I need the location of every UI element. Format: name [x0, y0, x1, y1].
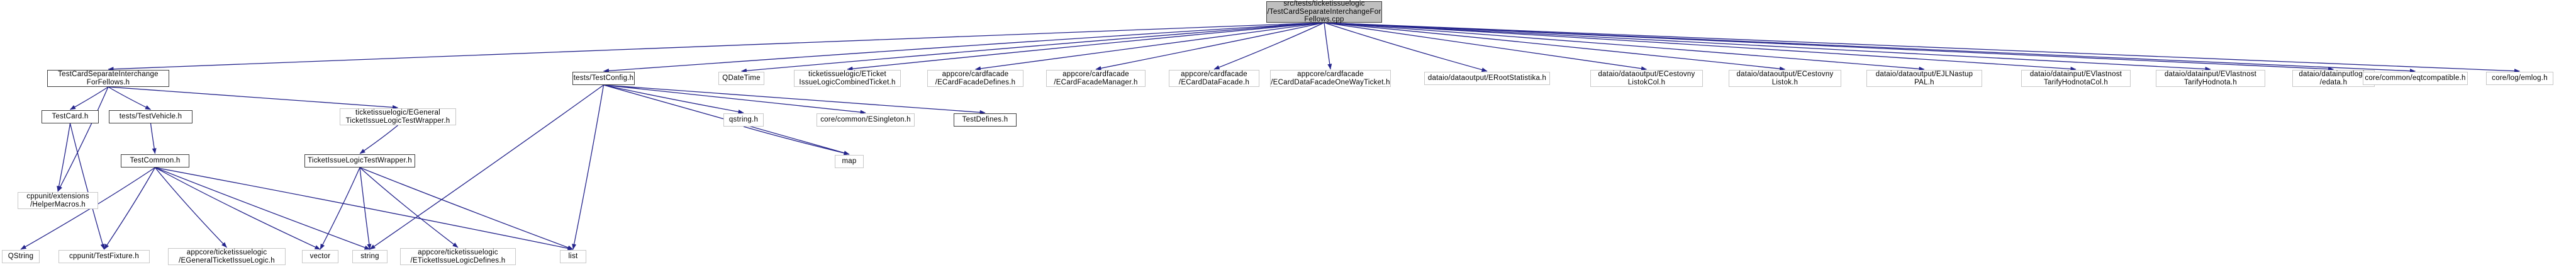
edge-testconfig_h-to-esingleton_h: [603, 84, 866, 115]
graph-node-ecarddatafacadeow_h[interactable]: appcore/cardfacade /ECardDataFacadeOneWa…: [1270, 70, 1391, 87]
graph-node-testcommon_h[interactable]: TestCommon.h: [121, 154, 189, 168]
edge-root-to-evlastnostcol_h: [1324, 22, 2077, 71]
graph-node-emlog_h[interactable]: core/log/emlog.h: [2486, 72, 2553, 85]
graph-node-root[interactable]: src/tests/ticketissuelogic /TestCardSepa…: [1266, 0, 1382, 24]
edge-root-to-eqtcompatible_h: [1324, 22, 2416, 74]
graph-node-testfixture_h[interactable]: cppunit/TestFixture.h: [59, 250, 150, 263]
edge-root-to-ejlnastuppal_h: [1324, 22, 1925, 71]
graph-node-evlastnostcol_h[interactable]: dataio/datainput/EVlastnost TarifyHodnot…: [2021, 70, 2131, 87]
graph-node-evlastnost_h[interactable]: dataio/datainput/EVlastnost TarifyHodnot…: [2156, 70, 2265, 87]
graph-node-list_h[interactable]: list: [560, 250, 586, 263]
graph-node-egeneral_wrapper_h[interactable]: ticketissuelogic/EGeneral TicketIssueLog…: [340, 108, 456, 125]
edge-testcard_h-to-testfixture_h: [69, 123, 105, 250]
edge-testconfig_h-to-list_h: [572, 84, 605, 250]
edge-egeneral_wrapper_h-to-ticketwrapper_h: [359, 125, 398, 154]
edge-root-to-ecestovnylistok_h: [1324, 22, 1785, 71]
edge-root-to-testconfig_h: [603, 22, 1325, 73]
edge-testcard_h-to-helpermacros_h: [57, 123, 71, 192]
graph-node-helpermacros_h[interactable]: cppunit/extensions /HelperMacros.h: [18, 192, 98, 209]
graph-node-ecestovnylistokcol_h[interactable]: dataio/dataoutput/ECestovny ListokCol.h: [1590, 70, 1703, 87]
edge-root-to-ecardfacademanager_h: [1095, 22, 1325, 71]
graph-node-testcard_h[interactable]: TestCard.h: [42, 110, 99, 123]
graph-node-ticketwrapper_h[interactable]: TicketIssueLogicTestWrapper.h: [304, 154, 415, 168]
edge-testcommon_h-to-testfixture_h: [103, 167, 156, 250]
edge-testconfig_h-to-qstring_h: [603, 84, 744, 114]
edge-root-to-eticket_combined_h: [847, 22, 1325, 71]
edge-ticketwrapper_h-to-eticketissuedefines_h: [359, 167, 459, 248]
edge-testcommon_h-to-string_h: [155, 167, 371, 250]
edge-tcsifellows_h-to-testvehicle_h: [108, 86, 151, 110]
edge-testcommon_h-to-egeneralticket_h: [154, 167, 227, 248]
graph-node-erootstatistika_h[interactable]: dataio/dataoutput/ERootStatistika.h: [1424, 72, 1550, 85]
edge-root-to-edata_h: [1324, 22, 2334, 72]
graph-node-testdefines_h[interactable]: TestDefines.h: [954, 113, 1017, 127]
graph-node-eticket_combined_h[interactable]: ticketissuelogic/ETicket IssueLogicCombi…: [794, 70, 901, 87]
edge-tcsifellows_h-to-testcard_h: [70, 86, 109, 110]
edge-testconfig_h-to-testdefines_h: [603, 84, 986, 115]
graph-node-qstring_plain[interactable]: QString: [2, 250, 40, 263]
edge-testcommon_h-to-list_h: [155, 167, 574, 251]
graph-node-eqtcompatible_h[interactable]: core/common/eqtcompatible.h: [2363, 72, 2468, 85]
edge-root-to-qdatetime: [741, 22, 1325, 73]
graph-node-ejlnastuppal_h[interactable]: dataio/dataoutput/EJLNastup PAL.h: [1866, 70, 1982, 87]
graph-node-qstring_h[interactable]: qstring.h: [723, 113, 764, 127]
edge-tcsifellows_h-to-egeneral_wrapper_h: [108, 86, 398, 110]
graph-node-ecardfacadedefines_h[interactable]: appcore/cardfacade /ECardFacadeDefines.h: [927, 70, 1023, 87]
graph-node-vector_h[interactable]: vector: [302, 250, 338, 263]
edge-qstring_h-to-map_h: [743, 126, 850, 156]
edge-testvehicle_h-to-testcommon_h: [150, 123, 157, 154]
edge-root-to-evlastnost_h: [1324, 22, 2211, 72]
edge-root-to-ecestovnylistokcol_h: [1324, 22, 1647, 71]
edge-ticketwrapper_h-to-string_h: [359, 167, 372, 250]
graph-node-tcsifellows_h[interactable]: TestCardSeparateInterchange ForFellows.h: [47, 70, 169, 87]
graph-node-edata_h[interactable]: dataio/datainputlogic /edata.h: [2292, 70, 2375, 87]
graph-node-ecarddatafacade_h[interactable]: appcore/cardfacade /ECardDataFacade.h: [1169, 70, 1259, 87]
edge-root-to-tcsifellows_h: [108, 22, 1325, 72]
edge-root-to-ecarddatafacadeow_h: [1324, 22, 1332, 70]
edge-root-to-ecarddatafacade_h: [1213, 22, 1325, 70]
graph-node-qdatetime[interactable]: QDateTime: [718, 72, 764, 85]
graph-node-ecestovnylistok_h[interactable]: dataio/dataoutput/ECestovny Listok.h: [1729, 70, 1841, 87]
edge-tcsifellows_h-to-helpermacros_h: [57, 86, 109, 192]
edge-root-to-erootstatistika_h: [1324, 22, 1488, 72]
edge-root-to-ecardfacadedefines_h: [975, 22, 1325, 71]
graph-node-egeneralticket_h[interactable]: appcore/ticketissuelogic /EGeneralTicket…: [168, 248, 286, 265]
edge-root-to-emlog_h: [1324, 22, 2520, 74]
graph-node-eticketissuedefines_h[interactable]: appcore/ticketissuelogic /ETicketIssueLo…: [400, 248, 516, 265]
edge-testcommon_h-to-vector_h: [155, 167, 321, 250]
graph-node-string_h[interactable]: string: [352, 250, 388, 263]
graph-node-esingleton_h[interactable]: core/common/ESingleton.h: [817, 113, 915, 127]
graph-node-ecardfacademanager_h[interactable]: appcore/cardfacade /ECardFacadeManager.h: [1046, 70, 1146, 87]
graph-node-map_h[interactable]: map: [835, 155, 864, 168]
edge-ticketwrapper_h-to-list_h: [359, 167, 574, 250]
edge-ticketwrapper_h-to-vector_h: [320, 167, 360, 250]
graph-node-testvehicle_h[interactable]: tests/TestVehicle.h: [109, 110, 192, 123]
graph-node-testconfig_h[interactable]: tests/TestConfig.h: [572, 72, 635, 85]
